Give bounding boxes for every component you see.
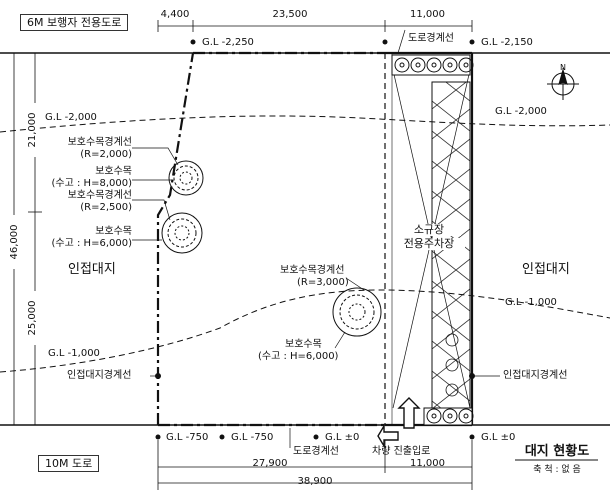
dim-top-mid: 23,500 [272,9,308,20]
gl-lower-left: G.L -1,000 [48,348,100,359]
road-boundary-top-label: 도로경계선 [408,33,454,44]
tree3-radius-label: (R=3,000) [297,277,349,288]
dim-left-total: 46,000 [9,215,21,269]
dim-left-lower: 25,000 [27,291,39,345]
north-arrow-icon [547,68,579,100]
gl-bottom-3: G.L ±0 [325,432,360,443]
tree2-name-label: 보호수목 [95,226,132,237]
tree2-height-label: (수고 : H=6,000) [51,238,132,249]
dim-bottom-mid: 27,900 [252,458,288,469]
drawing-title: 대지 현황도 [524,444,590,459]
gl-bottom-2: G.L -750 [231,432,274,443]
road-boundary-bottom-label: 도로경계선 [293,446,339,457]
tree1-height-label: (수고 : H=8,000) [51,178,132,189]
gl-top-left: G.L -2,250 [202,37,254,48]
bottom-shrub-row [423,407,474,426]
parking-label-line2: 전용주차장 [393,238,465,250]
protected-tree-1 [168,160,204,196]
north-label: N [560,63,566,72]
adjacent-boundary-left-label: 인접대지경계선 [67,370,132,381]
tree3-boundary-label: 보호수목경계선 [280,265,345,276]
top-shrub-row [391,54,474,76]
top-road-label: 6M 보행자 전용도로 [20,14,129,31]
gl-upper-left: G.L -2,000 [45,112,97,123]
tree3-height-label: (수고 : H=6,000) [258,351,339,362]
tree1-radius-label: (R=2,000) [80,149,132,160]
gl-mid-right: G.L -1,000 [505,297,557,308]
tree1-boundary-label: 보호수목경계선 [67,137,132,148]
adjacent-right-label: 인접대지 [522,262,570,277]
protected-tree-2 [161,212,203,254]
gl-curve-lower [0,289,610,373]
dim-top-left: 4,400 [160,9,190,20]
gl-curve-upper [0,115,610,133]
vehicle-entrance-label: 차량 진출입로 [372,446,431,457]
gl-top-right: G.L -2,150 [481,37,533,48]
dim-top-right: 11,000 [410,9,445,20]
site-boundary [156,52,195,425]
bottom-road-label: 10M 도로 [38,455,100,472]
adjacent-boundary-right-label: 인접대지경계선 [503,370,568,381]
tree1-name-label: 보호수목 [95,166,132,177]
protected-tree-3 [332,287,382,337]
dim-left-upper: 21,000 [27,103,39,157]
dim-bottom-total: 38,900 [297,476,333,487]
gl-upper-right: G.L -2,000 [495,106,547,117]
adjacent-left-label: 인접대지 [68,262,116,277]
tree2-radius-label: (R=2,500) [80,202,132,213]
tree3-name-label: 보호수목 [285,339,322,350]
drawing-scale: 축 척 : 없 음 [533,465,581,475]
vehicle-arrows [377,397,421,449]
tree2-boundary-label: 보호수목경계선 [67,190,132,201]
gl-bottom-4: G.L ±0 [481,432,516,443]
gl-bottom-1: G.L -750 [166,432,209,443]
dim-bottom-right: 11,000 [410,458,445,469]
parking-label-line1: 소규장 [397,224,461,236]
